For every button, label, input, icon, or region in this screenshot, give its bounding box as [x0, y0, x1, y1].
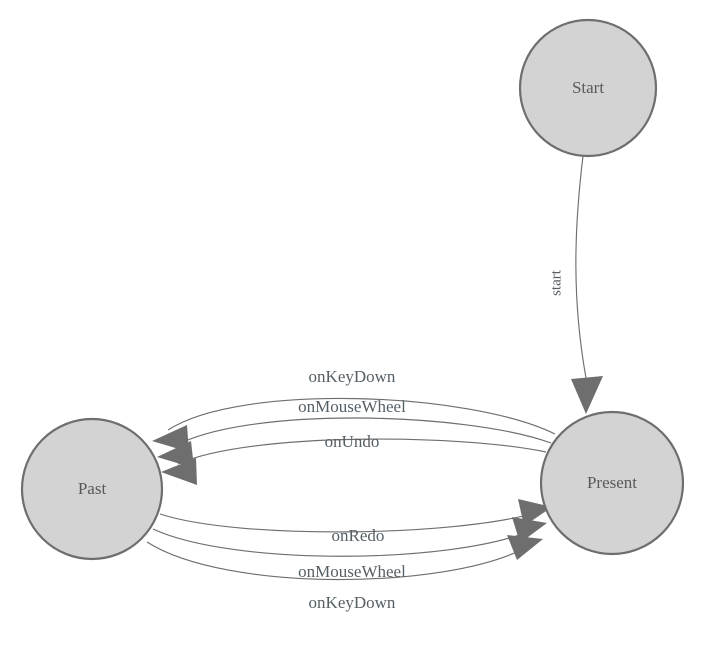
node-present-circle — [539, 410, 685, 556]
edge-label-onmousewheel-redo: onMouseWheel — [298, 562, 406, 581]
edge-onkeydown-undo-arrowhead — [152, 425, 189, 452]
node-past[interactable]: Past — [20, 417, 164, 561]
edge-onmousewheel-redo-path — [152, 528, 531, 557]
edge-onkeydown-redo-arrowhead — [507, 535, 543, 560]
edge-label-onkeydown-redo: onKeyDown — [309, 593, 396, 612]
edge-onkeydown-redo-path — [146, 541, 526, 581]
edge-onmousewheel-redo[interactable] — [152, 517, 547, 557]
edge-start-path — [575, 155, 587, 379]
node-start-circle — [518, 18, 658, 158]
node-past-label: Past — [78, 479, 107, 498]
edge-start-arrowhead — [571, 376, 603, 414]
edge-label-onkeydown-undo: onKeyDown — [309, 367, 396, 386]
edge-label-onundo: onUndo — [325, 432, 380, 451]
edge-label-onmousewheel-undo: onMouseWheel — [298, 397, 406, 416]
edge-onkeydown-undo[interactable] — [152, 397, 556, 452]
edge-onundo-arrowhead — [161, 458, 197, 485]
edge-onkeydown-redo[interactable] — [146, 535, 543, 581]
node-start[interactable]: Start — [518, 18, 658, 158]
node-past-circle — [20, 417, 164, 561]
edge-label-start: start — [548, 269, 564, 296]
edge-label-onredo: onRedo — [332, 526, 385, 545]
node-present-label: Present — [587, 473, 637, 492]
edge-onredo-arrowhead — [518, 499, 552, 526]
edge-onredo-path — [159, 512, 536, 533]
edge-onmousewheel-undo-path — [172, 417, 552, 448]
edge-onundo-path — [177, 438, 547, 465]
node-present[interactable]: Present — [539, 410, 685, 556]
edge-onundo[interactable] — [161, 438, 547, 485]
edge-onkeydown-undo-path — [167, 397, 556, 435]
node-start-label: Start — [572, 78, 604, 97]
edge-start[interactable] — [571, 155, 603, 414]
edge-onredo[interactable] — [159, 499, 552, 533]
edge-onmousewheel-redo-arrowhead — [512, 517, 547, 543]
